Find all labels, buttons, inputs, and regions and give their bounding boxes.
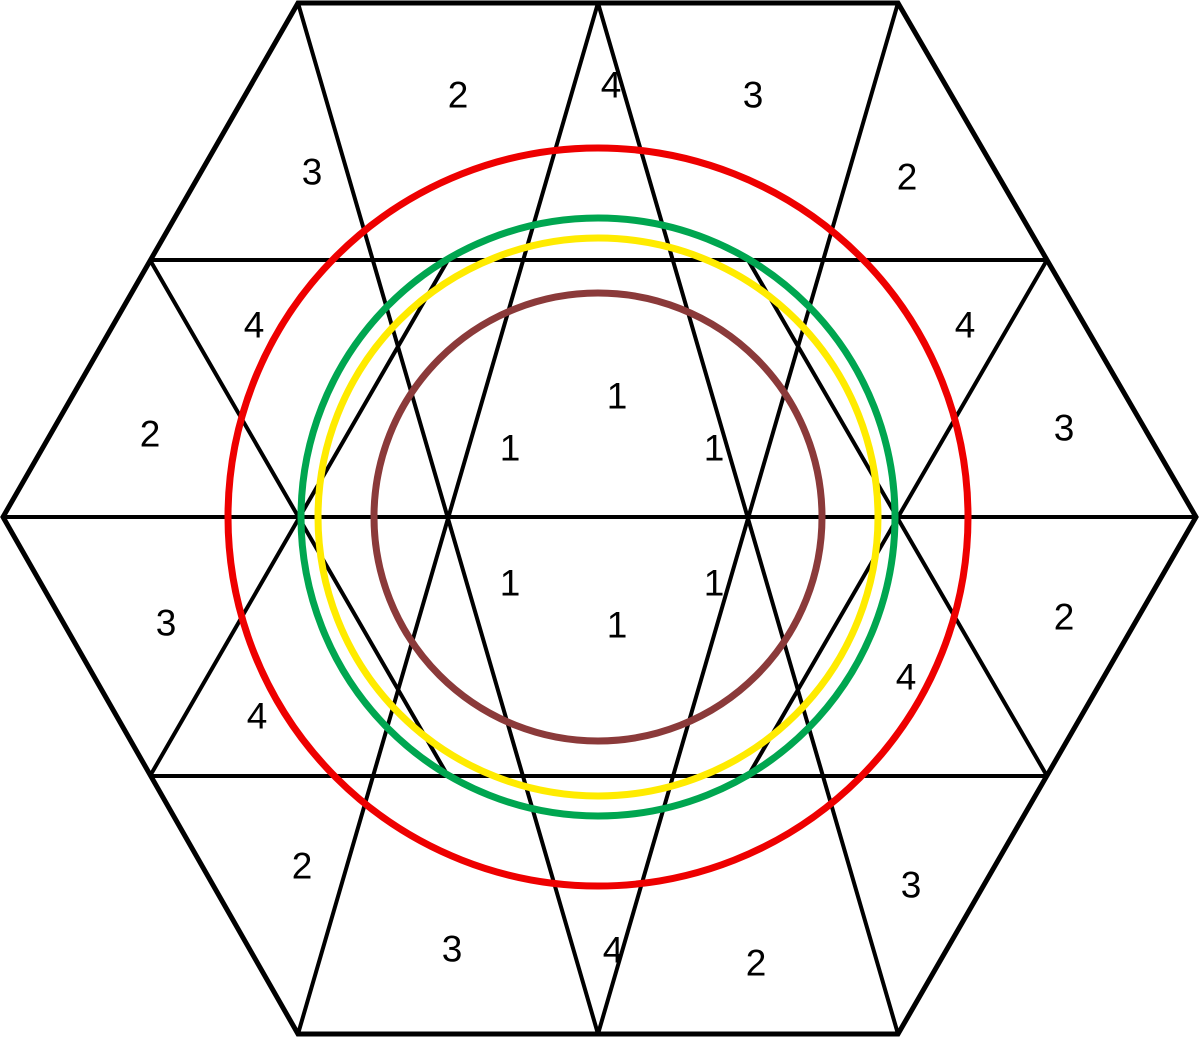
- cell-label-r3-bottom-mid: 3: [442, 929, 463, 970]
- cell-label-r4-right-upper: 4: [955, 305, 976, 346]
- cell-label-r3-right: 3: [1054, 408, 1075, 449]
- concentric-circles: [224, 144, 972, 890]
- cell-label-r3-top-right: 3: [743, 75, 764, 116]
- green-circle: [297, 214, 899, 820]
- cell-label-r3-left-lower: 3: [156, 603, 177, 644]
- brown-circle: [370, 289, 826, 745]
- cell-label-r2-bottom-left: 2: [292, 846, 313, 887]
- cell-label-r4-left-upper: 4: [244, 305, 265, 346]
- cell-label-r4-bottom-mid: 4: [603, 930, 624, 971]
- cell-label-r2-right-lower: 2: [1054, 597, 1075, 638]
- cell-label-c6: 1: [607, 605, 628, 646]
- red-circle: [224, 144, 972, 890]
- cell-label-r3-bottom-right: 3: [901, 865, 922, 906]
- yellow-circle: [314, 234, 882, 800]
- triangular-lattice-lines: [3, 3, 1196, 1034]
- cell-label-r4-top-mid: 4: [601, 65, 622, 106]
- cell-label-r2-top-left: 2: [448, 75, 469, 116]
- cell-label-c4: 1: [500, 563, 521, 604]
- cell-label-c3: 1: [704, 428, 725, 469]
- cell-label-r2-bottom-right: 2: [746, 943, 767, 984]
- lattice-diagonal-down-left-1: [595, 3, 901, 1034]
- cell-label-c1: 1: [607, 376, 628, 417]
- cell-label-r2-upper-right: 2: [897, 157, 918, 198]
- cell-label-c2: 1: [500, 428, 521, 469]
- cell-label-r3-upper-left: 3: [302, 152, 323, 193]
- cell-label-c5: 1: [704, 563, 725, 604]
- cell-label-r4-left-lower: 4: [247, 696, 268, 737]
- cell-label-r4-right-lower: 4: [896, 657, 917, 698]
- cell-number-labels: 1 1 1 1 1 1 2 4 3 3 2 4 4 2 3 3 2 4 4 2 3 3 4 2: [140, 65, 1075, 984]
- cell-label-r2-left: 2: [140, 414, 161, 455]
- lattice-diagonal-down-left-2: [295, 3, 601, 1034]
